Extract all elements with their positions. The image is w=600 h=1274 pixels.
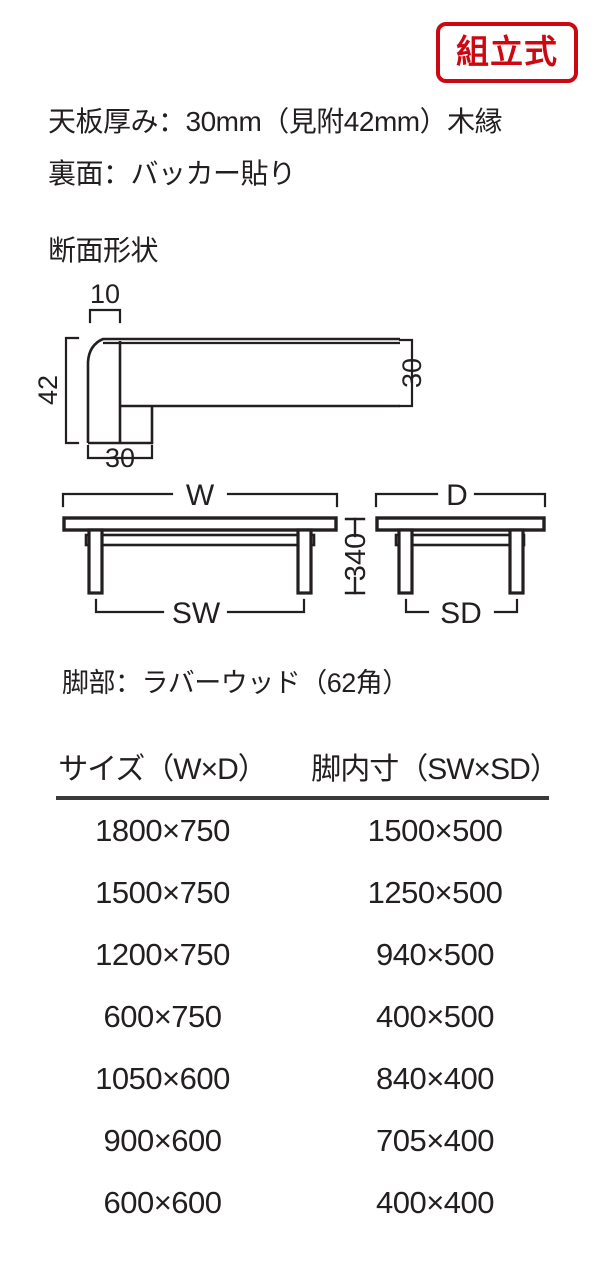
back-side-spec-text: 裏面：バッカー貼り bbox=[48, 158, 296, 189]
size-table-header-size: サイズ（W×D） bbox=[58, 753, 268, 786]
dim-sd-left bbox=[404, 598, 430, 614]
side-tabletop bbox=[375, 516, 546, 532]
elevation-diagrams: W SW 340 bbox=[61, 479, 547, 630]
dim-w-left bbox=[61, 492, 174, 508]
table-row: 900×600 705×400 bbox=[30, 1110, 575, 1172]
dim-label-d: D bbox=[446, 479, 468, 512]
side-leg-right bbox=[508, 528, 525, 595]
table-row: 1800×750 1500×500 bbox=[30, 800, 575, 862]
dim-label-w: W bbox=[186, 479, 215, 512]
cell-inner: 705×400 bbox=[375, 1123, 495, 1158]
cell-size: 1800×750 bbox=[95, 813, 230, 848]
side-apron-rail bbox=[394, 533, 526, 547]
cell-size: 1200×750 bbox=[95, 937, 230, 972]
dim-label-30-base: 30 bbox=[105, 443, 135, 473]
front-elevation-group: W SW bbox=[61, 479, 339, 630]
cell-size: 600×600 bbox=[103, 1185, 222, 1220]
size-table-header-inner: 脚内寸（SW×SD） bbox=[311, 753, 560, 786]
cell-inner: 940×500 bbox=[375, 937, 495, 972]
table-row: 600×600 400×400 bbox=[30, 1172, 575, 1234]
table-row: 600×750 400×500 bbox=[30, 986, 575, 1048]
cell-size: 900×600 bbox=[103, 1123, 222, 1158]
height-dimension-group: 340 bbox=[340, 517, 372, 595]
size-table-header-rule bbox=[56, 796, 549, 800]
side-elevation-group: D SD bbox=[374, 479, 547, 630]
dim-bracket-30-thickness bbox=[398, 338, 414, 408]
dim-sw-right bbox=[226, 598, 306, 614]
dim-label-sw: SW bbox=[172, 597, 221, 630]
front-leg-left bbox=[87, 528, 104, 595]
size-table-header-row: サイズ（W×D） 脚内寸（SW×SD） bbox=[30, 744, 575, 796]
table-row: 1500×750 1250×500 bbox=[30, 862, 575, 924]
dim-d-right bbox=[473, 492, 547, 508]
cross-section-profile-diagram: 10 30 42 30 bbox=[33, 279, 427, 473]
cell-inner: 1500×500 bbox=[367, 813, 503, 848]
table-row: 1200×750 940×500 bbox=[30, 924, 575, 986]
cell-inner: 400×400 bbox=[375, 1185, 495, 1220]
size-table: サイズ（W×D） 脚内寸（SW×SD） 1800×750 1500×500 15… bbox=[30, 744, 575, 1234]
dim-sd-right bbox=[493, 598, 519, 614]
front-tabletop bbox=[62, 516, 338, 532]
cell-size: 1050×600 bbox=[95, 1061, 230, 1096]
dim-sw-left bbox=[94, 598, 165, 614]
cell-inner: 1250×500 bbox=[367, 875, 503, 910]
table-row: 1050×600 840×400 bbox=[30, 1048, 575, 1110]
profile-lower-step bbox=[120, 406, 154, 445]
side-leg-left bbox=[397, 528, 414, 595]
cell-inner: 400×500 bbox=[375, 999, 495, 1034]
dim-label-30-thickness: 30 bbox=[397, 358, 427, 388]
assembly-badge-wrapper: 組立式 bbox=[436, 22, 578, 83]
dim-label-10: 10 bbox=[90, 279, 120, 309]
cell-inner: 840×400 bbox=[375, 1061, 495, 1096]
dim-label-42: 42 bbox=[33, 375, 63, 405]
dim-bracket-30-base bbox=[86, 444, 154, 460]
dim-d-left bbox=[374, 492, 439, 508]
top-panel-spec-text: 天板厚み：30mm（見附42mm）木縁 bbox=[48, 106, 503, 137]
dim-bracket-42 bbox=[64, 336, 80, 445]
assembly-type-badge: 組立式 bbox=[436, 22, 578, 83]
dim-label-340: 340 bbox=[340, 533, 372, 581]
cross-section-heading: 断面形状 bbox=[48, 235, 159, 266]
dim-bracket-10 bbox=[88, 308, 122, 324]
dim-w-right bbox=[226, 492, 339, 508]
cell-size: 1500×750 bbox=[95, 875, 230, 910]
cell-size: 600×750 bbox=[103, 999, 222, 1034]
front-leg-right bbox=[296, 528, 313, 595]
legs-spec-text: 脚部：ラバーウッド（62角） bbox=[62, 668, 409, 698]
profile-outer-contour bbox=[86, 337, 400, 443]
dim-label-sd: SD bbox=[440, 597, 482, 630]
front-apron-rail bbox=[84, 533, 316, 547]
